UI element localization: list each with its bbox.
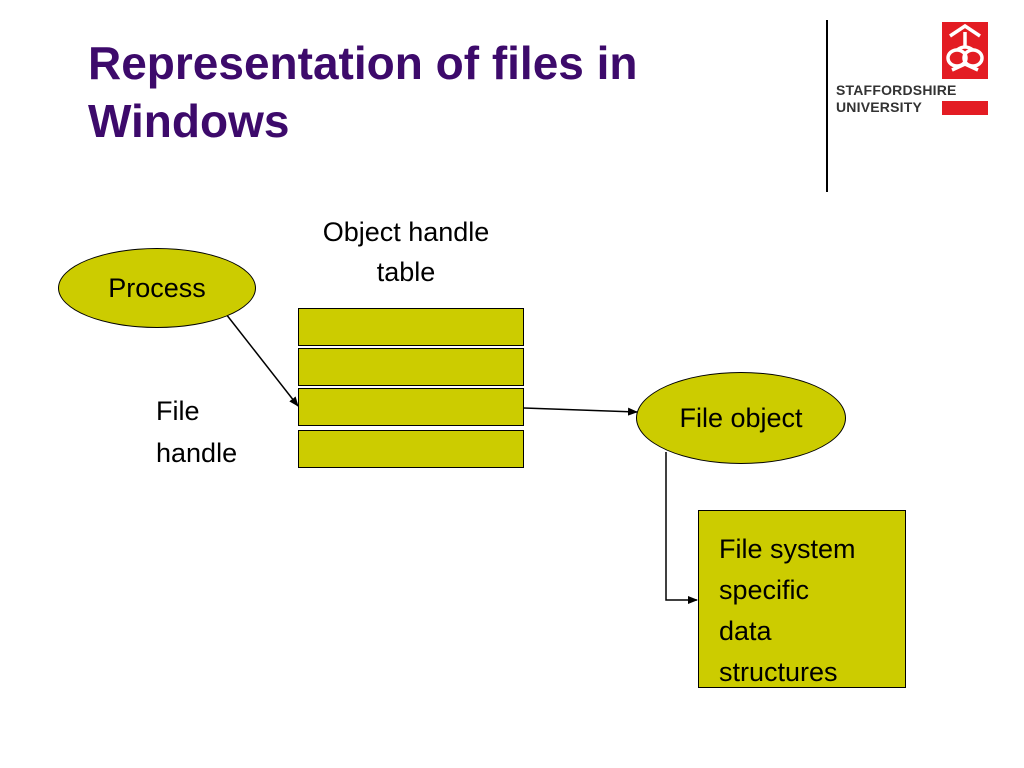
fs-box-line-4: structures (719, 657, 838, 687)
process-label: Process (108, 272, 206, 303)
logo-text-line-2: UNIVERSITY (836, 99, 923, 115)
slide-title-line-1: Representation of files in (88, 37, 638, 89)
process-node: Process (58, 248, 256, 328)
fs-data-structures-box: File system specific data structures (698, 510, 906, 688)
slide-title-line-2: Windows (88, 95, 290, 147)
fs-box-line-3: data (719, 616, 772, 646)
file-object-label: File object (679, 402, 803, 433)
file-handle-label: File handle (156, 390, 237, 474)
logo-red-bar (942, 101, 988, 115)
table-row (298, 348, 524, 386)
slide-title: Representation of files in Windows (88, 34, 788, 150)
file-handle-line-2: handle (156, 438, 238, 468)
table-row (298, 308, 524, 346)
fs-box-line-2: specific (719, 575, 810, 605)
fs-box-line-1: File system (719, 534, 856, 564)
header-divider (826, 20, 828, 192)
logo-text-line-1: STAFFORDSHIRE (836, 82, 957, 98)
table-row (298, 430, 524, 468)
caption-line-2: table (376, 257, 436, 287)
staffordshire-knot-icon (942, 22, 988, 79)
caption-line-1: Object handle (322, 217, 490, 247)
table-row (298, 388, 524, 426)
object-handle-table-caption: Object handle table (290, 212, 522, 292)
file-handle-line-1: File (156, 396, 200, 426)
arrow-table-to-file-object (523, 407, 638, 416)
arrow-process-to-table (225, 313, 299, 407)
file-object-node: File object (636, 372, 846, 464)
university-logo: STAFFORDSHIRE UNIVERSITY (836, 22, 988, 122)
arrow-file-object-to-fs-box (665, 452, 698, 604)
